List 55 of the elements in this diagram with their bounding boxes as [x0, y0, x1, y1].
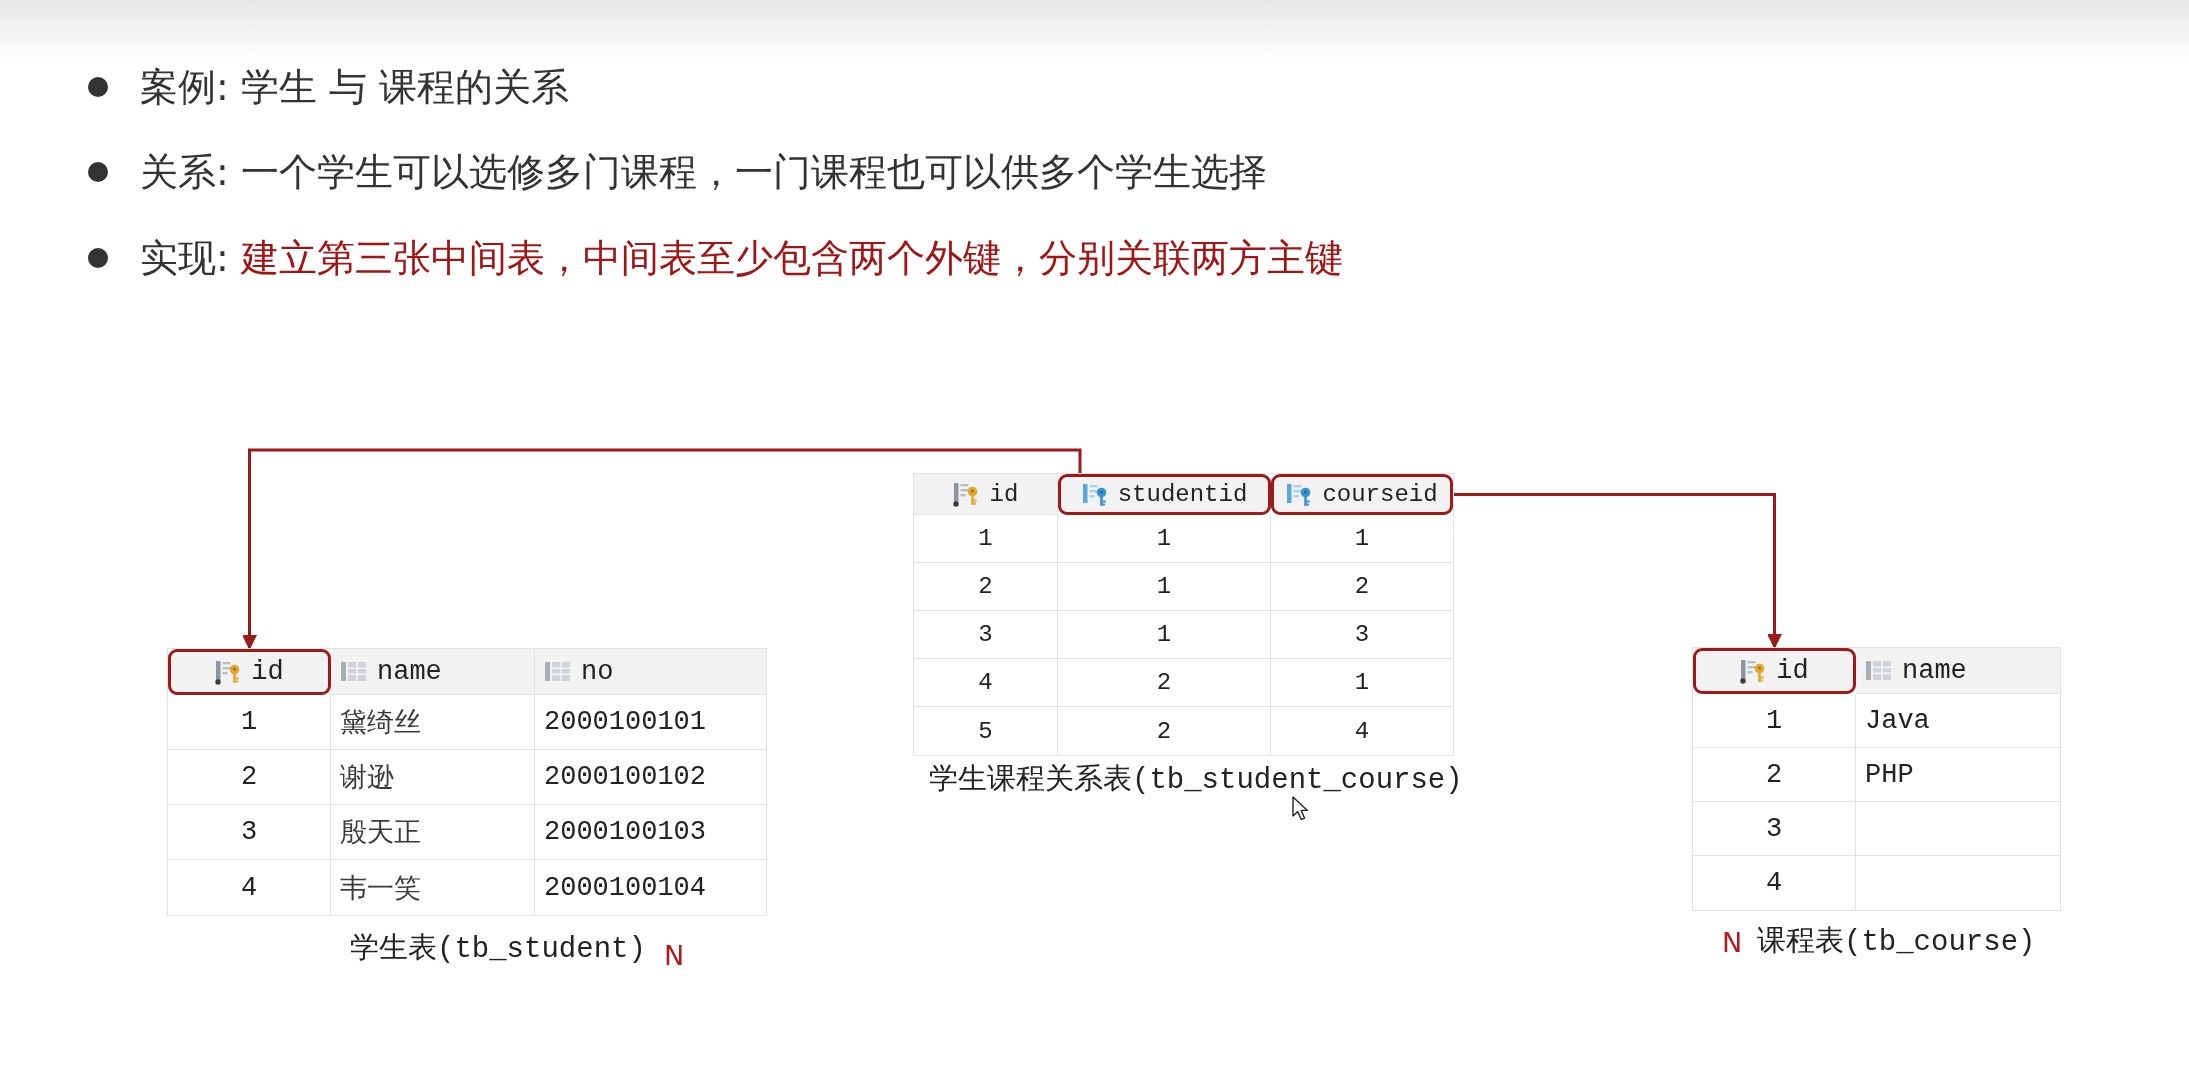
table-caption: 学生课程关系表(tb_student_course) [929, 763, 1463, 799]
table-cell: 2 [1271, 563, 1453, 611]
bullet-text: 案例: 学生 与 课程的关系 [140, 64, 570, 110]
table-cell: 2 [1058, 659, 1271, 707]
column-name: courseid [1322, 481, 1438, 508]
table-cell: 3 [1271, 611, 1453, 659]
highlighted-column-header [168, 649, 331, 695]
column-name: id [1776, 656, 1809, 686]
table-cell: 5 [914, 707, 1058, 755]
column-name: studentid [1117, 481, 1248, 508]
highlighted-column-header [1271, 474, 1453, 515]
cardinality-label: N [1722, 927, 1743, 959]
table-cell: PHP [1856, 748, 2060, 802]
column-name: id [251, 657, 284, 687]
table-cell: 1 [914, 515, 1058, 563]
table-cell: 1 [1271, 659, 1453, 707]
table-cell: 1 [1058, 611, 1271, 659]
cardinality-label: N [664, 940, 685, 972]
table-cell: 1 [1058, 563, 1271, 611]
table-cell: 2 [914, 563, 1058, 611]
table-cell: 韦一笑 [331, 860, 535, 915]
table-cell: 4 [1693, 856, 1856, 910]
table-cell: 3 [914, 611, 1058, 659]
table-cell: 2 [1693, 748, 1856, 802]
table-cell: 2 [1058, 707, 1271, 755]
table-cell: 2 [168, 750, 331, 805]
table-cell-text: 2000100104 [543, 871, 708, 905]
table-cell: 殷天正 [331, 805, 535, 860]
table-cell: Java [1856, 694, 2060, 748]
connector-arrow [242, 448, 1082, 650]
column-name: id [989, 480, 1019, 508]
highlighted-column-header [1693, 648, 1856, 694]
column-name: no [581, 656, 614, 687]
highlighted-column-header [1058, 474, 1271, 515]
table-cell: 4 [914, 659, 1058, 707]
data-table [1692, 647, 2061, 911]
table-cell: 3 [1693, 802, 1856, 856]
column-name: name [1902, 655, 1967, 686]
bullet-text: 关系: 一个学生可以选修多门课程，一门课程也可以供多个学生选择 [140, 149, 1267, 195]
table-cell: 3 [168, 805, 331, 860]
table-cell: 2000100101 [535, 695, 766, 750]
connector-arrow [1453, 493, 1782, 649]
table-cell-text: 4 [1353, 716, 1371, 747]
data-table [913, 473, 1454, 756]
bullet-text: 实现: [140, 235, 229, 281]
table-cell: 2000100103 [535, 805, 766, 860]
table-cell: 黛绮丝 [331, 695, 535, 750]
column-name: name [377, 656, 442, 687]
table-caption: 学生表(tb_student) [350, 932, 646, 968]
table-caption: 课程表(tb_course) [1757, 925, 2036, 961]
table-cell: 2000100102 [535, 750, 766, 805]
table-cell: 谢逊 [331, 750, 535, 805]
highlighted-text: 建立第三张中间表，中间表至少包含两个外键，分别关联两方主键 [241, 235, 1343, 281]
data-table [167, 648, 767, 916]
table-cell: 4 [168, 860, 331, 915]
